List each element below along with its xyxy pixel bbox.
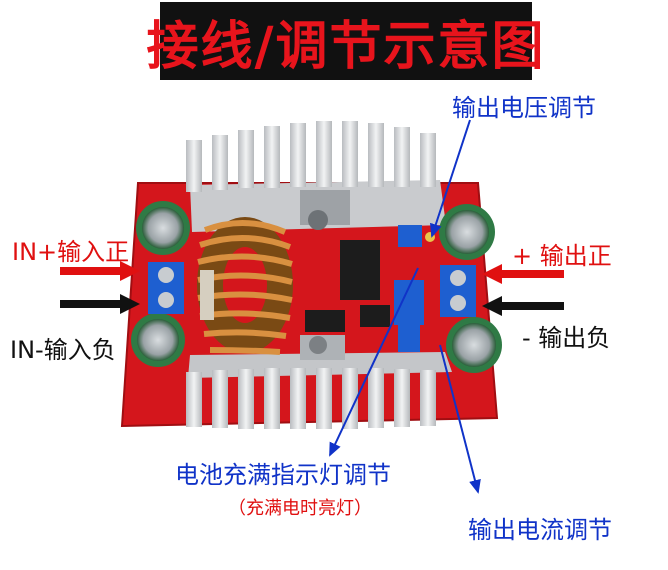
title-banner: 接线/调节示意图 <box>147 2 544 80</box>
page-title: 接线/调节示意图 <box>146 15 546 77</box>
label-in-negative: IN-输入负 <box>10 336 116 364</box>
output-terminal-block <box>440 265 476 317</box>
capacitor-bottom-left <box>131 313 185 367</box>
capacitor-top-right <box>439 204 495 260</box>
label-in-positive: IN+输入正 <box>12 238 130 266</box>
label-out-negative: - 输出负 <box>522 324 611 352</box>
input-terminal-block <box>148 262 184 314</box>
label-charge-indicator-adjust: 电池充满指示灯调节 <box>175 461 391 489</box>
label-output-voltage-adjust: 输出电压调节 <box>452 94 596 122</box>
label-out-positive: + 输出正 <box>512 242 612 270</box>
inductor-coil <box>197 217 293 355</box>
capacitor-top-left <box>136 201 190 255</box>
label-output-current-adjust: 输出电流调节 <box>468 516 612 544</box>
label-charge-note: （充满电时亮灯） <box>228 498 372 519</box>
capacitor-bottom-right <box>446 317 502 373</box>
